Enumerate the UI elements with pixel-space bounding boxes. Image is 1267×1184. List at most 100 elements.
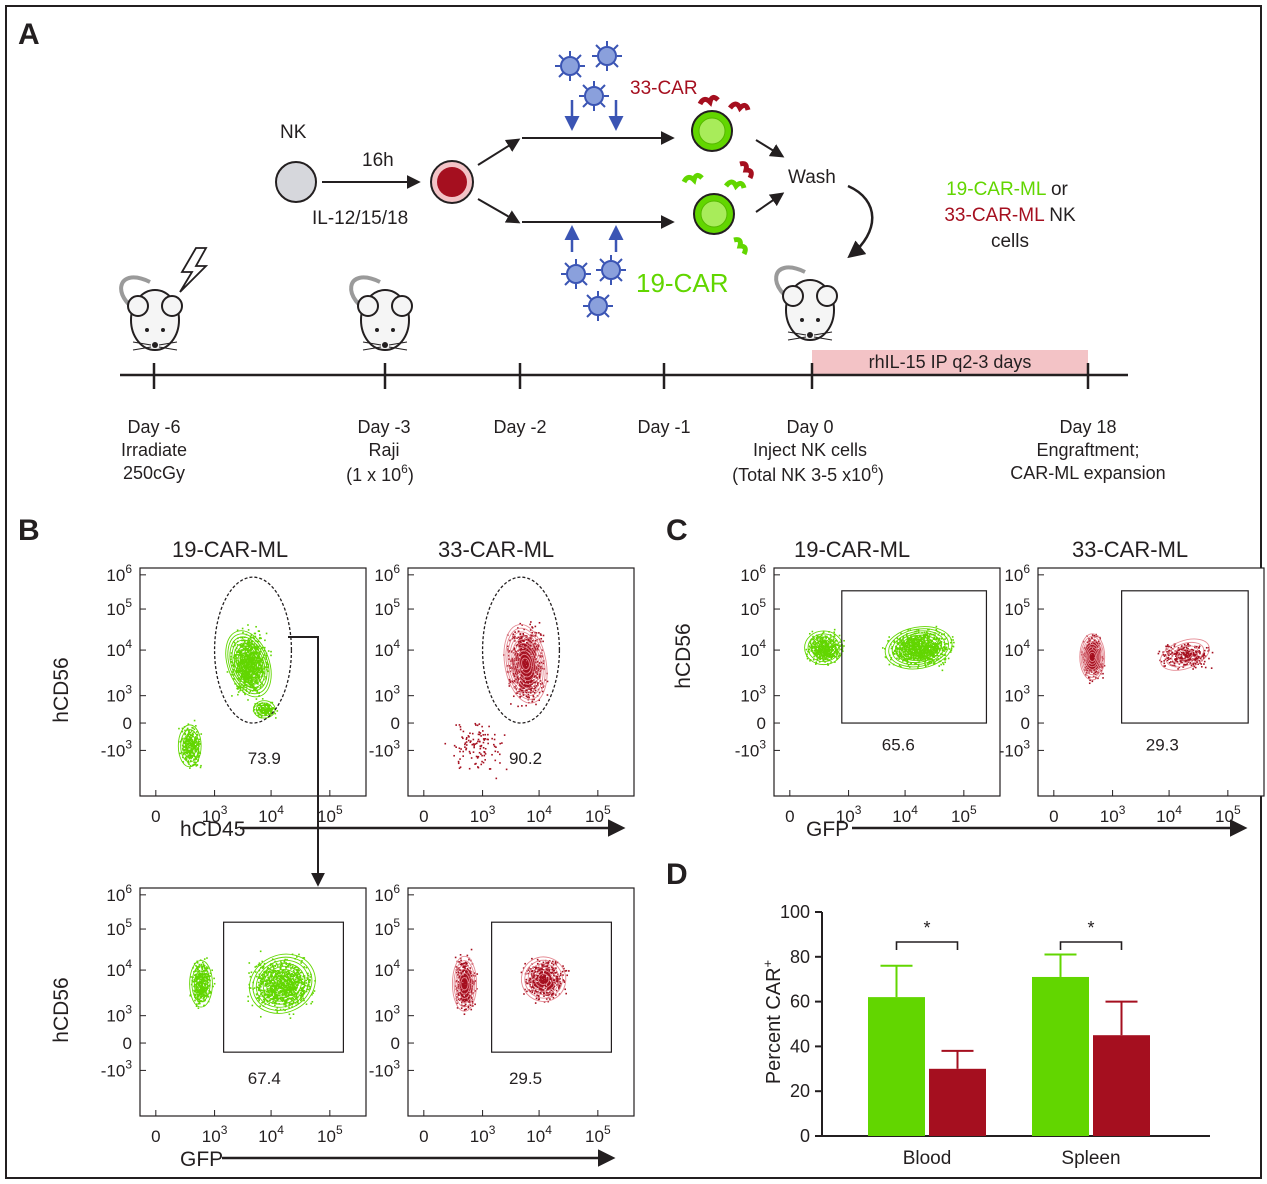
event-dot: [282, 1008, 285, 1011]
event-dot: [276, 710, 279, 712]
event-dot: [292, 994, 294, 996]
event-dot: [244, 661, 246, 664]
event-dot: [918, 648, 920, 650]
event-dot: [196, 981, 199, 984]
event-dot: [251, 678, 253, 681]
event-dot: [548, 968, 551, 971]
event-dot: [493, 733, 496, 736]
event-dot: [530, 621, 532, 623]
event-dot: [245, 664, 248, 667]
event-dot: [303, 983, 306, 985]
event-dot: [253, 632, 256, 635]
event-dot: [501, 742, 503, 744]
event-dot: [482, 761, 485, 764]
event-dot: [530, 688, 532, 691]
event-dot: [519, 688, 522, 691]
event-dot: [296, 998, 298, 1001]
event-dot: [458, 747, 461, 750]
event-dot: [262, 978, 264, 981]
event-dot: [199, 997, 202, 999]
event-dot: [544, 972, 546, 974]
timeline-detail: (Total NK 3-5 x106): [732, 462, 884, 485]
event-dot: [544, 965, 547, 968]
event-dot: [533, 698, 535, 701]
event-dot: [518, 648, 521, 650]
event-dot: [531, 627, 534, 629]
event-dot: [525, 644, 528, 647]
event-dot: [192, 733, 194, 736]
event-dot: [464, 1008, 466, 1011]
event-dot: [478, 723, 481, 725]
event-dot: [526, 648, 529, 650]
event-dot: [459, 975, 461, 978]
event-dot: [530, 685, 532, 687]
contour-line: [266, 969, 299, 999]
event-dot: [245, 679, 247, 681]
y-tick-label: 104: [106, 637, 132, 660]
event-dot: [200, 963, 203, 966]
event-dot: [544, 980, 547, 983]
event-dot: [477, 733, 480, 736]
event-dot: [533, 975, 535, 977]
event-dot: [286, 958, 288, 961]
event-dot: [197, 995, 200, 998]
event-dot: [269, 995, 272, 997]
event-dot: [503, 734, 506, 736]
event-dot: [298, 969, 300, 972]
event-dot: [248, 661, 251, 664]
event-dot: [258, 969, 261, 972]
event-dot: [540, 980, 542, 983]
event-dot: [251, 672, 253, 674]
event-dot: [196, 731, 198, 733]
event-dot: [274, 1002, 277, 1004]
event-dot: [194, 970, 197, 972]
event-dot: [462, 1005, 465, 1007]
event-dot: [236, 677, 239, 680]
event-dot: [254, 971, 257, 973]
event-dot: [261, 698, 264, 700]
event-dot: [250, 669, 253, 672]
event-dot: [464, 1003, 467, 1006]
contour-line: [237, 648, 260, 679]
event-dot: [460, 959, 462, 962]
event-dot: [189, 764, 192, 767]
event-dot: [528, 666, 531, 669]
event-dot: [258, 704, 260, 707]
event-dot: [274, 969, 277, 972]
event-dot: [521, 672, 524, 675]
event-dot: [479, 740, 481, 743]
event-dot: [276, 996, 278, 998]
y-tick-label: 105: [740, 596, 766, 619]
event-dot: [543, 995, 545, 997]
event-dot: [271, 979, 273, 981]
event-dot: [259, 977, 262, 979]
contour-line: [241, 655, 256, 673]
event-dot: [464, 965, 467, 968]
event-dot: [457, 762, 460, 765]
event-dot: [534, 650, 536, 653]
event-dot: [539, 979, 542, 982]
event-dot: [201, 968, 204, 971]
event-dot: [196, 976, 199, 979]
event-dot: [292, 1013, 295, 1016]
event-dot: [565, 969, 568, 972]
event-dot: [247, 668, 250, 671]
event-dot: [288, 1006, 290, 1009]
event-dot: [274, 994, 276, 996]
event-dot: [198, 993, 201, 996]
event-dot: [531, 977, 533, 979]
event-dot: [197, 987, 199, 989]
event-dot: [521, 648, 523, 651]
event-dot: [480, 763, 483, 766]
event-dot: [261, 1001, 263, 1004]
event-dot: [555, 994, 557, 996]
event-dot: [497, 751, 499, 753]
event-dot: [469, 732, 471, 735]
event-dot: [285, 961, 287, 964]
event-dot: [292, 997, 294, 1000]
event-dot: [190, 760, 192, 762]
event-dot: [270, 650, 272, 653]
event-dot: [241, 670, 244, 672]
event-dot: [469, 969, 471, 972]
